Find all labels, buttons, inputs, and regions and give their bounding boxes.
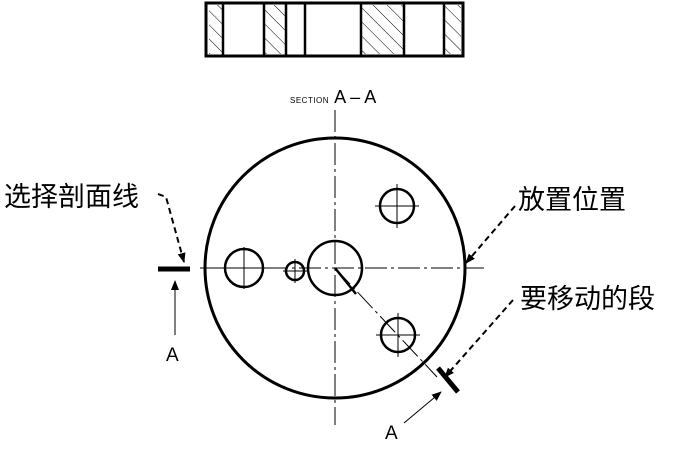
- section-hatch: [361, 5, 404, 54]
- holes: [223, 187, 417, 354]
- section-label-right: A: [385, 423, 398, 444]
- section-hatch: [209, 5, 223, 54]
- section-arrow-right: [403, 366, 460, 424]
- section-outline: [204, 1, 465, 58]
- leader-place-position: [465, 205, 516, 264]
- leader-segment-move: [444, 299, 514, 378]
- section-hatch: [444, 5, 461, 54]
- section-title-name: A – A: [334, 87, 377, 107]
- callout-segment-to-move: 要移动的段: [520, 284, 655, 315]
- section-view: [204, 1, 465, 58]
- center-hole: [306, 239, 364, 297]
- section-title: SECTION A – A: [290, 87, 376, 108]
- section-arrow-left: [158, 266, 190, 335]
- section-hatch: [264, 5, 286, 54]
- section-line-segment: [334, 267, 357, 295]
- leader-select-line: [157, 193, 186, 263]
- section-hole-edges: [221, 4, 446, 55]
- section-label-left: A: [166, 345, 179, 366]
- callout-place-position: 放置位置: [518, 185, 626, 216]
- callout-leaders: [157, 193, 516, 378]
- section-title-prefix: SECTION: [290, 96, 330, 105]
- hole-crosshairs: [222, 184, 420, 357]
- callout-select-section-line: 选择剖面线: [4, 182, 139, 213]
- outer-circle: [203, 136, 467, 400]
